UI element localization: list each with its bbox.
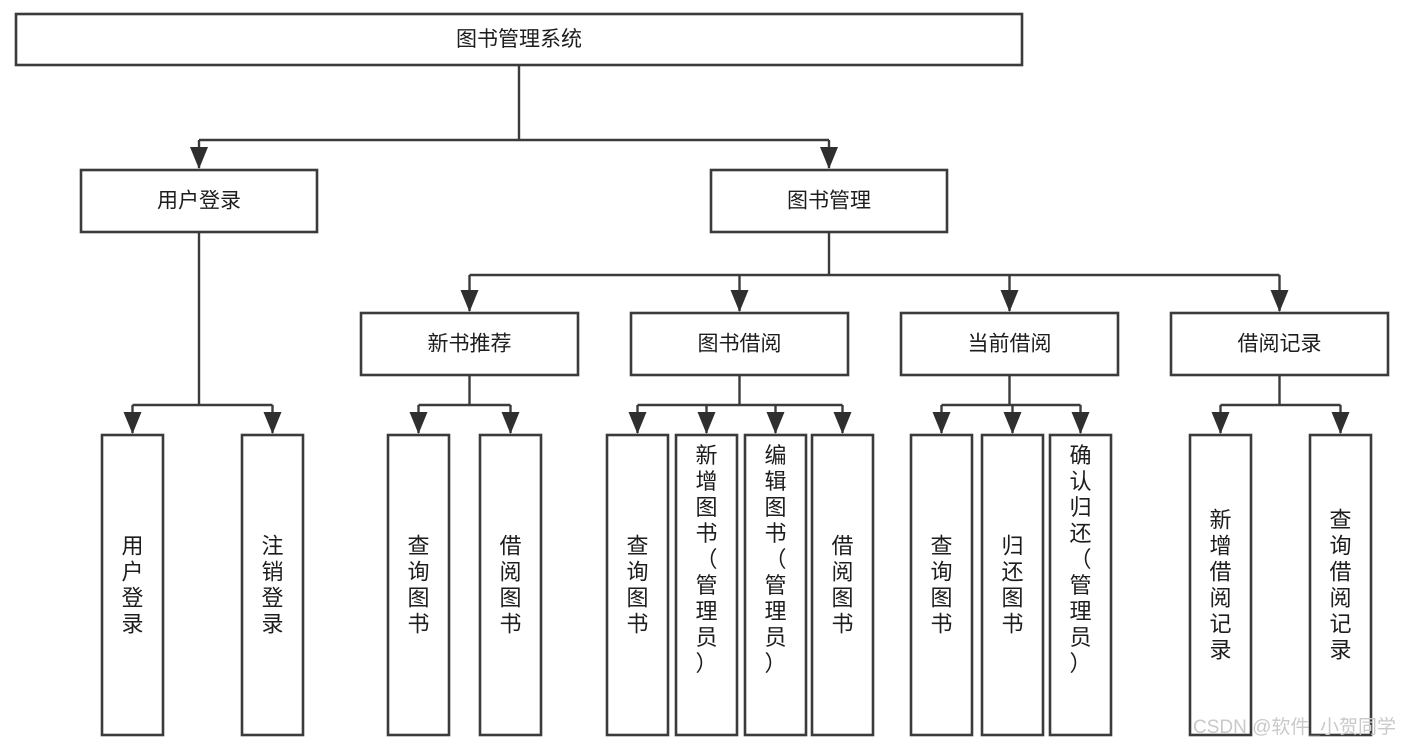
arrow-head-icon xyxy=(697,412,716,434)
arrow-head-icon xyxy=(1000,290,1019,312)
arrow-head-icon xyxy=(1211,412,1230,434)
leaf-node-2[interactable]: 注销登录 xyxy=(240,433,305,737)
arrow-head-icon xyxy=(123,412,142,434)
level2-node-2[interactable]: 图书管理 xyxy=(709,168,949,234)
level2-node-label: 图书管理 xyxy=(787,190,871,213)
leaf-node-8[interactable]: 借阅图书 xyxy=(810,433,875,737)
arrow-head-icon xyxy=(766,412,785,434)
leaf-node-label: 查询图书 xyxy=(626,533,648,636)
leaf-node-13[interactable]: 查询借阅记录 xyxy=(1308,433,1373,737)
leaf-node-rect[interactable] xyxy=(674,433,739,737)
level2-node-rect[interactable] xyxy=(79,168,319,234)
level3-node-4[interactable]: 借阅记录 xyxy=(1169,311,1390,377)
arrow-head-icon xyxy=(833,412,852,434)
level3-node-label: 图书借阅 xyxy=(698,333,782,356)
leaf-node-rect[interactable] xyxy=(478,433,543,737)
leaf-node-rect[interactable] xyxy=(1188,433,1253,737)
level3-node-rect[interactable] xyxy=(629,311,850,377)
level2-node-1[interactable]: 用户登录 xyxy=(79,168,319,234)
root-node-label: 图书管理系统 xyxy=(456,28,582,51)
leaf-node-rect[interactable] xyxy=(386,433,451,737)
arrow-head-icon xyxy=(730,290,749,312)
level3-node-label: 新书推荐 xyxy=(428,333,512,356)
leaf-node-label: 查询借阅记录 xyxy=(1329,507,1351,662)
leaf-node-label: 编辑图书（管理员） xyxy=(764,443,786,676)
node-layer: 图书管理系统用户登录图书管理新书推荐图书借阅当前借阅借阅记录用户登录注销登录查询… xyxy=(14,12,1390,737)
level2-node-label: 用户登录 xyxy=(157,190,241,213)
arrow-head-icon xyxy=(460,290,479,312)
leaf-node-label: 确认归还（管理员） xyxy=(1069,443,1091,676)
level3-node-3[interactable]: 当前借阅 xyxy=(899,311,1120,377)
arrow-head-icon xyxy=(820,147,838,169)
leaf-node-label: 查询图书 xyxy=(930,533,952,636)
level3-node-rect[interactable] xyxy=(1169,311,1390,377)
connector-layer xyxy=(123,65,1350,434)
level3-node-rect[interactable] xyxy=(359,311,580,377)
arrow-head-icon xyxy=(1071,412,1090,434)
leaf-node-rect[interactable] xyxy=(605,433,670,737)
leaf-node-7[interactable]: 编辑图书（管理员） xyxy=(743,433,808,737)
arrow-head-icon xyxy=(190,147,208,169)
leaf-node-label: 查询图书 xyxy=(407,533,429,636)
leaf-node-label: 注销登录 xyxy=(261,533,283,636)
leaf-node-rect[interactable] xyxy=(980,433,1045,737)
leaf-node-rect[interactable] xyxy=(743,433,808,737)
arrow-head-icon xyxy=(1003,412,1022,434)
arrow-head-icon xyxy=(932,412,951,434)
level3-node-label: 当前借阅 xyxy=(968,333,1052,356)
leaf-node-3[interactable]: 查询图书 xyxy=(386,433,451,737)
leaf-node-label: 用户登录 xyxy=(121,533,143,636)
leaf-node-rect[interactable] xyxy=(1308,433,1373,737)
leaf-node-rect[interactable] xyxy=(240,433,305,737)
leaf-node-label: 借阅图书 xyxy=(831,533,853,636)
level3-node-1[interactable]: 新书推荐 xyxy=(359,311,580,377)
level2-node-rect[interactable] xyxy=(709,168,949,234)
leaf-node-label: 归还图书 xyxy=(1001,533,1023,636)
arrow-head-icon xyxy=(501,412,520,434)
leaf-node-12[interactable]: 新增借阅记录 xyxy=(1188,433,1253,737)
leaf-node-10[interactable]: 归还图书 xyxy=(980,433,1045,737)
leaf-node-1[interactable]: 用户登录 xyxy=(100,433,165,737)
leaf-node-11[interactable]: 确认归还（管理员） xyxy=(1048,433,1113,737)
arrow-head-icon xyxy=(1331,412,1350,434)
arrow-head-icon xyxy=(1270,290,1289,312)
leaf-node-label: 新增借阅记录 xyxy=(1209,507,1231,662)
leaf-node-6[interactable]: 新增图书（管理员） xyxy=(674,433,739,737)
leaf-node-4[interactable]: 借阅图书 xyxy=(478,433,543,737)
level3-node-rect[interactable] xyxy=(899,311,1120,377)
level3-node-label: 借阅记录 xyxy=(1238,333,1322,356)
root-node-rect[interactable] xyxy=(14,12,1024,67)
leaf-node-label: 借阅图书 xyxy=(499,533,521,636)
leaf-node-5[interactable]: 查询图书 xyxy=(605,433,670,737)
root-node-1[interactable]: 图书管理系统 xyxy=(14,12,1024,67)
leaf-node-rect[interactable] xyxy=(1048,433,1113,737)
leaf-node-label: 新增图书（管理员） xyxy=(695,443,717,676)
leaf-node-rect[interactable] xyxy=(810,433,875,737)
leaf-node-9[interactable]: 查询图书 xyxy=(909,433,974,737)
csdn-watermark: CSDN @软件_小贺同学 xyxy=(1193,716,1396,738)
leaf-node-rect[interactable] xyxy=(909,433,974,737)
arrow-head-icon xyxy=(628,412,647,434)
level3-node-2[interactable]: 图书借阅 xyxy=(629,311,850,377)
leaf-node-rect[interactable] xyxy=(100,433,165,737)
arrow-head-icon xyxy=(409,412,428,434)
arrow-head-icon xyxy=(263,412,282,434)
